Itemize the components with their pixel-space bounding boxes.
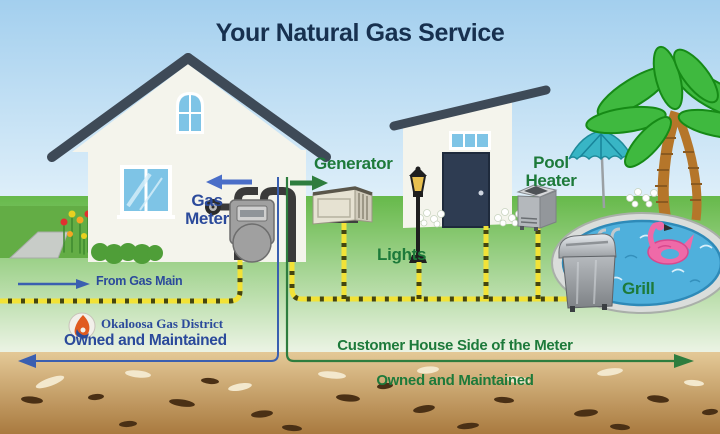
gas-meter-label: Gas Meter (185, 191, 229, 228)
utility-name-label: Okaloosa Gas District (101, 316, 224, 331)
generator-graphic (312, 186, 373, 225)
attic-window (176, 92, 204, 134)
door-knob (478, 190, 484, 196)
flamingo-beak (664, 224, 673, 231)
flamingo-float (647, 221, 694, 265)
garage-window (449, 131, 491, 150)
from-gas-main-arrow (18, 279, 90, 289)
lamp-post (409, 166, 427, 263)
blue-left-arrow (206, 174, 222, 190)
dirt-specks (21, 366, 718, 432)
customer-side-line1: Customer House Side of the Meter (337, 336, 573, 354)
customer-side-line2: Owned and Maintained (376, 372, 534, 390)
customer-boundary-line (285, 177, 694, 368)
palm-fronds (585, 45, 720, 168)
gas-line-utility-side (0, 254, 243, 304)
customer-side-label: Customer House Side of the Meter Owned a… (298, 319, 612, 407)
garage (389, 85, 551, 228)
house-roof (47, 53, 193, 162)
utility-arrow-left (18, 354, 36, 368)
gas-meter-graphic (205, 187, 296, 263)
house-window (117, 165, 175, 219)
customer-arrow-right (674, 354, 694, 368)
palm-tree (585, 45, 720, 222)
pool-heater-graphic (516, 184, 558, 231)
lights-label: Lights (377, 245, 427, 264)
page-title: Your Natural Gas Service (215, 19, 505, 47)
white-flower-bushes (416, 188, 658, 228)
utility-boundary-line (18, 177, 279, 368)
meter-direction-arrows (206, 174, 328, 191)
garage-door (442, 152, 490, 228)
pool-heater-label: Pool Heater (525, 153, 577, 190)
green-right-arrow (312, 175, 328, 191)
okaloosa-logo (68, 312, 96, 340)
gas-line-customer-side (289, 220, 588, 302)
garage-roof (389, 85, 551, 131)
grill-label: Grill (622, 279, 655, 298)
utility-owned-label: Owned and Maintained (64, 332, 227, 349)
generator-label: Generator (314, 154, 393, 173)
house-bushes (91, 243, 163, 264)
grill-graphic (558, 233, 617, 312)
from-gas-main-label: From Gas Main (96, 274, 183, 288)
dirt-ground (0, 352, 720, 434)
